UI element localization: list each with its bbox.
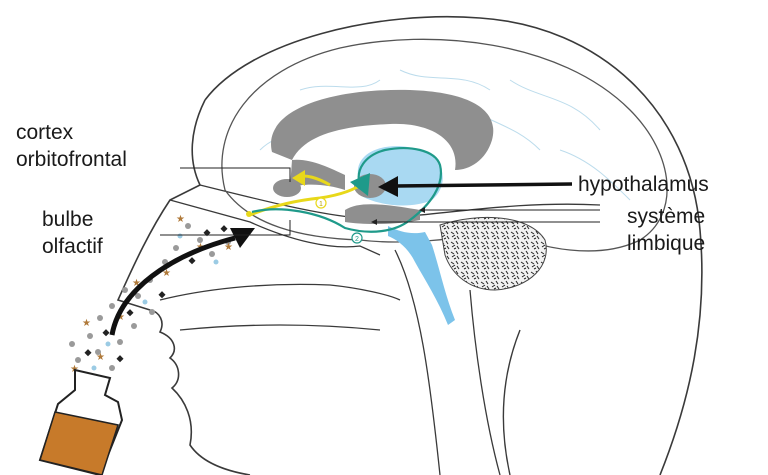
fourth-ventricle: [388, 226, 455, 325]
pathway-marker-2-label: 2: [355, 236, 359, 243]
cerebellum: [439, 217, 547, 291]
pathway-marker-1-label: 1: [319, 201, 323, 208]
brainstem-outline: [394, 249, 501, 475]
pathway-marker-2: [351, 232, 363, 244]
orbitofrontal-region: [273, 179, 301, 197]
label-limbic-line2: limbique: [627, 232, 706, 255]
hypothalamus-pointer-arrow: [394, 182, 573, 188]
odor-path-arrow: [109, 235, 236, 336]
teal-arrowhead: [350, 173, 370, 196]
label-limbic-line1: système: [627, 205, 706, 228]
label-bulbe-line2: olfactif: [42, 235, 103, 258]
hypothalamus-pointer-arrowhead: [378, 176, 398, 197]
yellow-arrowhead: [292, 170, 305, 186]
head-outline: [204, 15, 703, 475]
svg-text:★: ★: [132, 278, 141, 289]
perfume-bottle: [38, 368, 124, 475]
svg-text:★: ★: [176, 214, 185, 225]
label-cortex-line2: orbitofrontal: [16, 148, 127, 171]
label-bulbe-line1: bulbe: [42, 208, 94, 231]
label-cortex-orbitofrontal: cortex orbitofrontal: [16, 119, 127, 173]
odor-path-arrowhead: [230, 228, 255, 248]
corpus-callosum: [271, 89, 494, 170]
pathway-marker-1: [315, 197, 327, 209]
label-bulbe-olfactif: bulbe olfactif: [42, 206, 103, 260]
nasal-cavity-outline: [159, 199, 401, 331]
svg-text:★: ★: [224, 242, 233, 253]
leader-lines: [160, 167, 600, 236]
svg-text:★: ★: [82, 318, 91, 329]
olfactory-bulb-point: [246, 211, 252, 217]
label-hypothalamus: hypothalamus: [578, 173, 709, 196]
face-profile: [116, 99, 251, 475]
label-systeme-limbique: système limbique: [627, 203, 705, 257]
teal-limbic-pathway: [251, 147, 443, 233]
brain-outline: [221, 38, 668, 252]
neck-front-outline: [502, 329, 521, 475]
svg-text:★: ★: [162, 268, 171, 279]
label-cortex-line1: cortex: [16, 121, 74, 144]
svg-text:★: ★: [96, 352, 105, 363]
hippocampus: [345, 204, 420, 225]
svg-text:★: ★: [116, 312, 125, 323]
